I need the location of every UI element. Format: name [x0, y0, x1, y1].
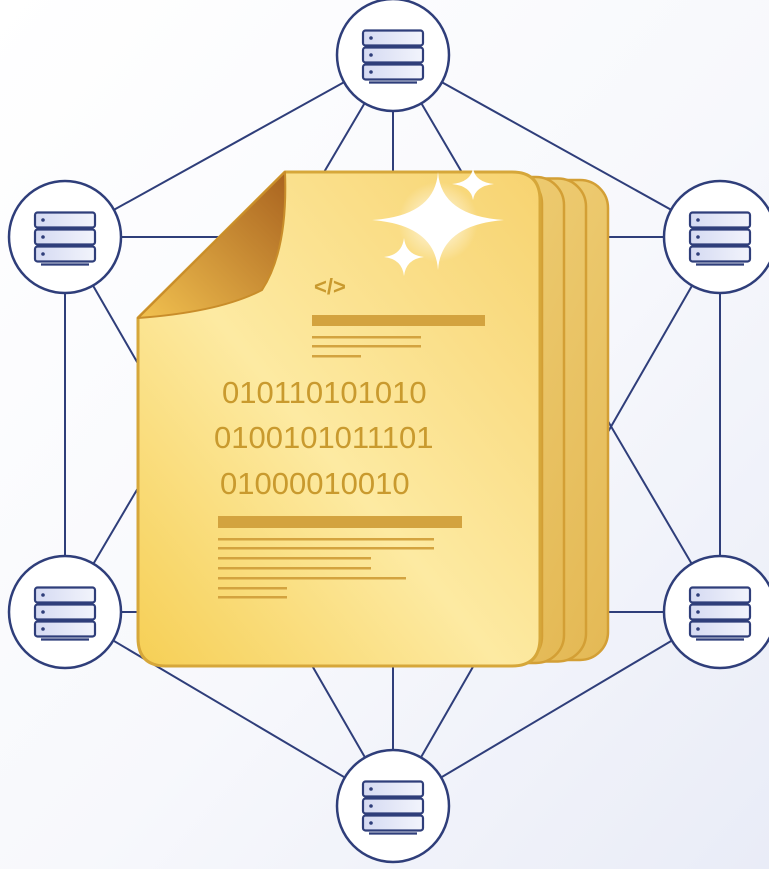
server-unit — [688, 228, 752, 246]
folded-corner — [137, 171, 287, 319]
server-led — [369, 53, 373, 57]
server-stack-icon — [361, 780, 425, 835]
server-node-upper-right — [662, 179, 769, 295]
server-led — [41, 252, 45, 256]
server-nodes — [7, 0, 769, 864]
server-led — [41, 235, 45, 239]
document-stack: </> 010110101010 0100101011101 010000100… — [136, 170, 610, 668]
connection-line — [64, 54, 394, 238]
server-led — [41, 610, 45, 614]
server-unit — [33, 228, 97, 246]
document-text-line — [218, 567, 371, 570]
server-node-lower-left — [7, 554, 123, 670]
server-unit — [33, 586, 97, 604]
server-node-lower-right — [662, 554, 769, 670]
server-led — [41, 627, 45, 631]
binary-line: 01000010010 — [220, 466, 410, 501]
server-led — [41, 218, 45, 222]
document-text-line — [218, 557, 371, 560]
server-unit — [361, 780, 425, 798]
server-stack-icon — [688, 211, 752, 266]
server-led — [369, 36, 373, 40]
server-led — [696, 235, 700, 239]
connection-line — [64, 611, 394, 807]
server-led — [696, 252, 700, 256]
server-led — [696, 218, 700, 222]
server-led — [369, 804, 373, 808]
server-unit — [361, 63, 425, 81]
server-unit — [361, 797, 425, 815]
binary-line: 010110101010 — [222, 375, 427, 410]
server-stack-icon — [361, 29, 425, 84]
server-unit — [33, 620, 97, 638]
server-led — [369, 821, 373, 825]
server-unit — [688, 245, 752, 263]
server-stack-icon — [33, 586, 97, 641]
server-node-upper-left — [7, 179, 123, 295]
document-text-line — [312, 336, 421, 339]
document-heading-bar — [218, 516, 462, 528]
server-led — [696, 627, 700, 631]
document-heading-bar — [312, 315, 485, 326]
binary-line: 0100101011101 — [214, 420, 434, 455]
document-text-line — [218, 538, 434, 541]
document-text-line — [218, 596, 287, 599]
server-stack-icon — [688, 586, 752, 641]
code-tag: </> — [314, 274, 346, 299]
server-led — [696, 593, 700, 597]
document-text-line — [312, 355, 361, 358]
server-unit — [33, 603, 97, 621]
connection-line — [392, 54, 721, 238]
document-text-line — [218, 587, 287, 590]
server-unit — [688, 620, 752, 638]
server-unit — [688, 586, 752, 604]
server-unit — [361, 814, 425, 832]
server-unit — [688, 603, 752, 621]
server-led — [696, 610, 700, 614]
server-node-bottom — [335, 748, 451, 864]
server-led — [369, 787, 373, 791]
server-unit — [33, 211, 97, 229]
server-led — [369, 70, 373, 74]
connection-line — [392, 611, 721, 807]
server-unit — [361, 29, 425, 47]
document-text-line — [218, 547, 434, 550]
small-sparkle — [384, 238, 424, 276]
large-sparkle — [372, 172, 504, 270]
document-text-line — [312, 345, 421, 348]
small-sparkle — [452, 168, 494, 200]
server-node-top — [335, 0, 451, 113]
server-unit — [361, 46, 425, 64]
document-text-line — [218, 577, 406, 580]
server-led — [41, 593, 45, 597]
server-stack-icon — [33, 211, 97, 266]
sparkle-icon — [372, 168, 504, 276]
server-unit — [33, 245, 97, 263]
server-unit — [688, 211, 752, 229]
